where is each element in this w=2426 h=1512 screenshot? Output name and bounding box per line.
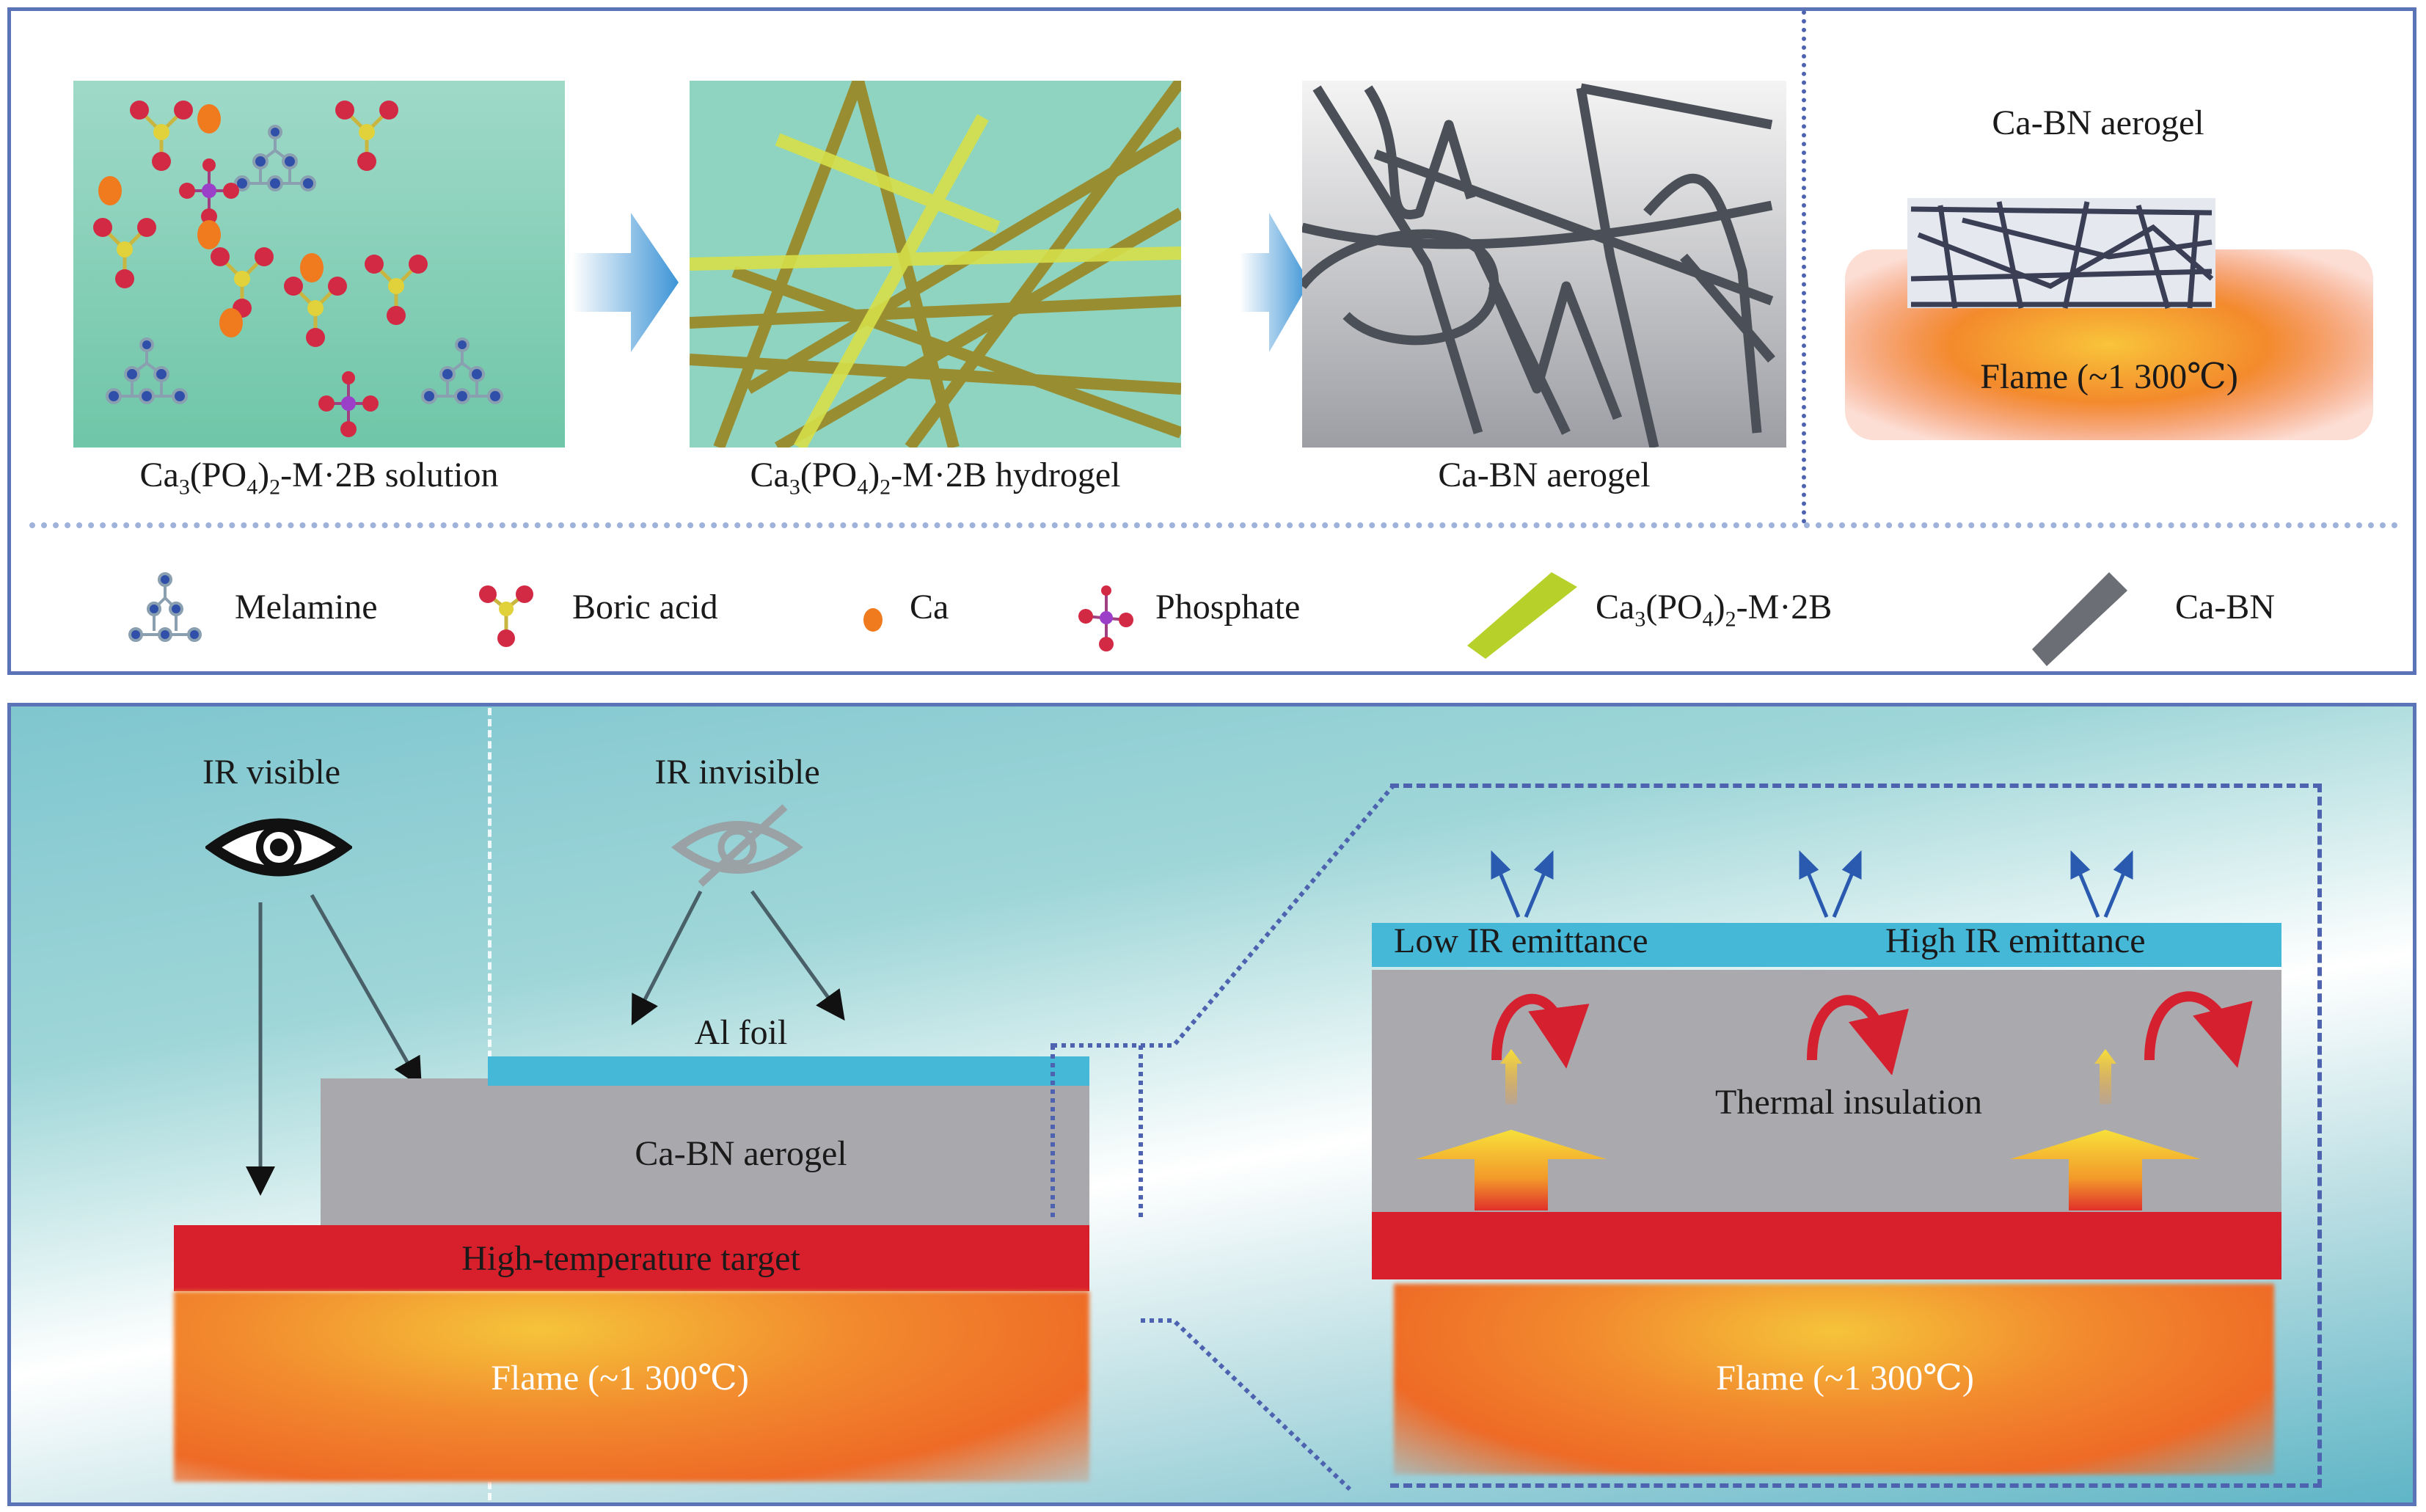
- legend-label-boric-acid: Boric acid: [572, 588, 718, 627]
- ir-emission-arrows: [1491, 850, 2133, 918]
- flame-panel-title: Ca-BN aerogel: [1992, 103, 2204, 142]
- ir-visible-arrows: [246, 894, 422, 1196]
- hydrogel-caption: Ca3(PO4)2-M·2B hydrogel: [750, 456, 1121, 500]
- panel-divider: [1802, 10, 1806, 524]
- legend-label-ca-bn: Ca-BN: [2175, 588, 2275, 627]
- low-ir-label: Low IR emittance: [1394, 921, 1648, 960]
- high-temperature-target: [174, 1225, 1089, 1291]
- legend-label-hydrogel-fiber: Ca3(PO4)2-M·2B: [1596, 588, 1833, 632]
- flame-right: [1394, 1284, 2274, 1475]
- melamine-molecules: [106, 125, 503, 404]
- heat-flux-arrows: [1416, 1049, 2201, 1210]
- aerogel-caption: Ca-BN aerogel: [1438, 456, 1651, 494]
- thermal-insulation-label: Thermal insulation: [1715, 1083, 1982, 1122]
- ir-coating-layer: [1372, 923, 2281, 967]
- hydrogel-fiber-icon: [1467, 572, 1577, 659]
- aerogel-layer-left-step: [321, 1078, 488, 1086]
- flame-left: [174, 1291, 1089, 1482]
- phosphate-molecules: [179, 158, 379, 437]
- eye-icon: [205, 818, 352, 877]
- boric-acid-icon: [479, 585, 533, 647]
- al-foil-layer: [488, 1056, 1089, 1086]
- aerogel-layer: [321, 1086, 1089, 1225]
- ca-atoms: [98, 104, 324, 337]
- legend: Melamine Boric acid Ca Phosphate Ca3(PO4…: [0, 558, 2426, 666]
- legend-label-phosphate: Phosphate: [1155, 588, 1301, 627]
- eye-slash-icon: [671, 804, 804, 887]
- legend-label-melamine: Melamine: [235, 588, 378, 627]
- flame-right-label: Flame (~1 300℃): [1716, 1359, 1974, 1398]
- ca-bn-fiber-icon: [2032, 572, 2127, 666]
- legend-separator: [29, 522, 2399, 528]
- target-label: High-temperature target: [461, 1239, 800, 1278]
- flame-left-label: Flame (~1 300℃): [491, 1359, 749, 1398]
- hydrogel-image: [689, 77, 1186, 453]
- flame-panel-label: Flame (~1 300℃): [1980, 357, 2238, 396]
- legend-label-ca: Ca: [910, 588, 949, 627]
- zoom-connector-lower: [1141, 1318, 1352, 1491]
- ir-visible-label: IR visible: [202, 753, 340, 792]
- high-ir-label: High IR emittance: [1885, 921, 2146, 960]
- phosphate-icon: [1078, 585, 1133, 651]
- aerogel-layer-label: Ca-BN aerogel: [635, 1134, 847, 1173]
- flame-panel-image: [1830, 169, 2388, 455]
- al-foil-label: Al foil: [694, 1013, 788, 1052]
- boric-acid-molecules: [93, 101, 428, 347]
- ca-atom-icon: [863, 608, 883, 632]
- solution-image: [73, 81, 565, 448]
- target-layer-magnified: [1372, 1212, 2281, 1279]
- melamine-icon: [128, 572, 202, 642]
- heat-reflection-arrows: [1491, 991, 2253, 1075]
- ir-invisible-arrows: [631, 890, 845, 1026]
- process-arrow-2: [1240, 213, 1313, 356]
- process-arrow-1: [572, 213, 682, 356]
- aerogel-image: [1298, 81, 1786, 449]
- magnified-view-frame: [1390, 784, 2322, 1488]
- zoom-connector: [1051, 784, 1396, 1218]
- ir-invisible-label: IR invisible: [654, 753, 820, 792]
- solution-caption: Ca3(PO4)2-M·2B solution: [139, 456, 499, 500]
